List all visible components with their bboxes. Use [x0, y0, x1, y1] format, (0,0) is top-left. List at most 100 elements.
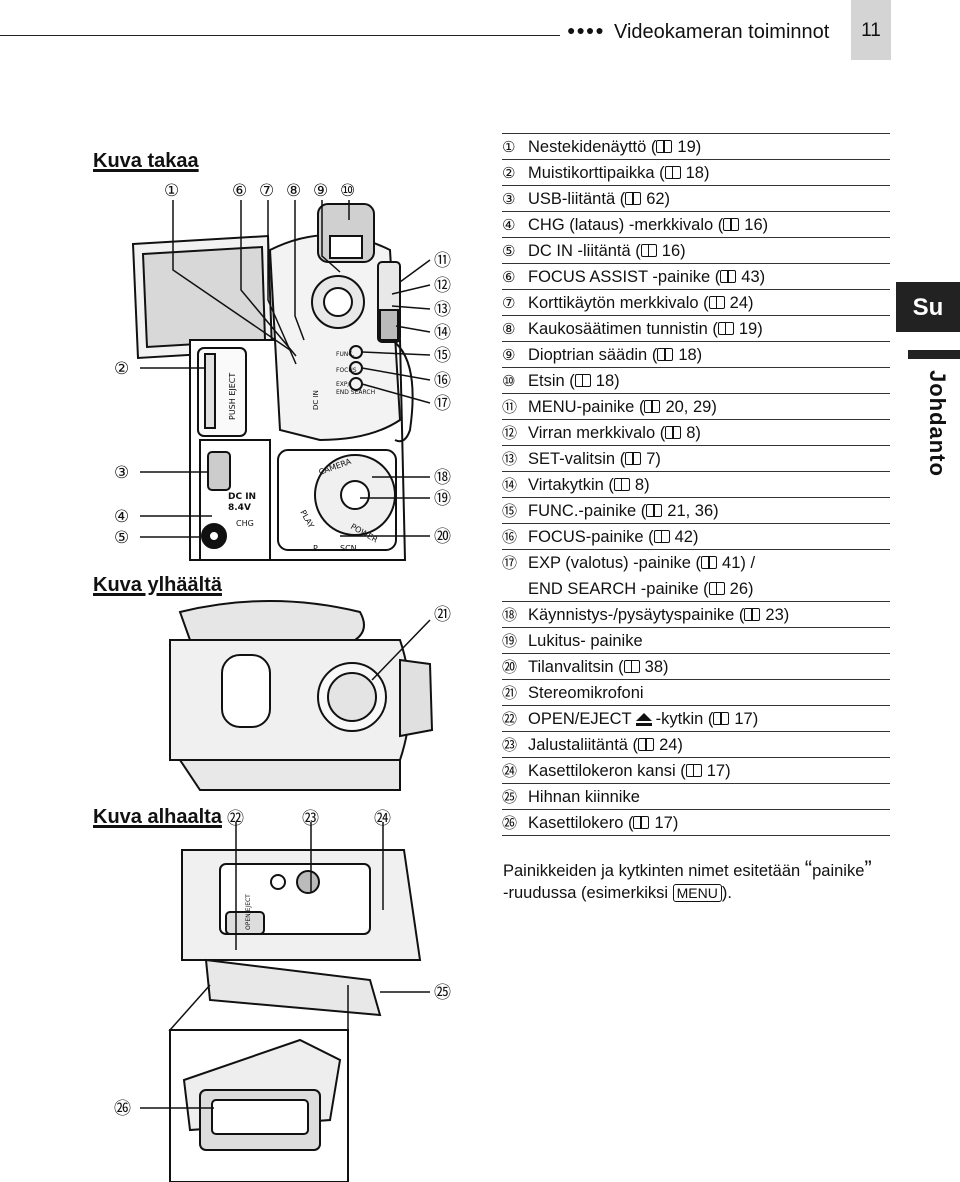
item-text: 21, 36) [667, 502, 719, 520]
book-icon [638, 738, 655, 751]
item-text: Lukitus- painike [528, 632, 643, 650]
item-text: Muistikorttipaikka ( [528, 164, 665, 182]
book-icon [720, 270, 737, 283]
callout-14: ⑭ [434, 323, 451, 343]
callout-23: ㉓ [302, 809, 319, 829]
book-icon [633, 816, 650, 829]
label-focus: FOCUS [336, 367, 357, 374]
item-text: 41) / [722, 554, 756, 572]
item-text: Kasettilokero ( [528, 814, 634, 832]
menu-key: MENU [672, 884, 722, 902]
item-text: Etsin ( [528, 372, 575, 390]
item-text: -kytkin ( [655, 710, 714, 728]
item-text: DC IN -liitäntä ( [528, 242, 641, 260]
callout-10: ⑩ [340, 181, 355, 201]
callout-9: ⑨ [313, 181, 328, 201]
book-icon [665, 426, 682, 439]
item-text: 18) [595, 372, 620, 390]
item-number: ⑬ [502, 450, 518, 468]
item-text: 42) [674, 528, 699, 546]
callout-20: ⑳ [434, 527, 451, 547]
book-icon [653, 530, 670, 543]
callout-6: ⑥ [232, 181, 247, 201]
callout-26: ㉖ [114, 1099, 131, 1119]
section-tab-label: Johdanto [925, 370, 950, 477]
item-text: FUNC.-painike ( [528, 502, 647, 520]
item-text: FOCUS ASSIST -painike ( [528, 268, 721, 286]
item-text: Kasettilokeron kansi ( [528, 762, 686, 780]
callout-2: ② [114, 359, 129, 379]
list-item: ④ CHG (lataus) -merkkivalo ( 16) [502, 211, 890, 237]
item-number: ⑪ [502, 398, 518, 416]
callout-5: ⑤ [114, 528, 129, 548]
callout-17: ⑰ [434, 394, 451, 414]
item-number: ㉖ [502, 814, 518, 832]
header-dots: ●●●● [567, 22, 605, 38]
label-exp: EXP/ [336, 381, 351, 388]
item-text: Jalustaliitäntä ( [528, 736, 639, 754]
back-view-illustration [131, 200, 431, 561]
item-number: ⑳ [502, 658, 518, 676]
callout-25: ㉕ [434, 983, 451, 1003]
item-text: 38) [644, 658, 669, 676]
item-number: ⑩ [502, 372, 516, 390]
item-text: END SEARCH -painike ( [528, 580, 709, 598]
item-number: ⑧ [502, 320, 516, 338]
list-item: ⑲ Lukitus- painike [502, 627, 890, 653]
note-text: “ [804, 856, 813, 881]
book-icon [664, 166, 681, 179]
note: Painikkeiden ja kytkinten nimet esitetää… [503, 858, 903, 904]
item-text: 17) [734, 710, 759, 728]
item-text: 17) [654, 814, 679, 832]
item-text: 24) [729, 294, 754, 312]
book-icon [625, 192, 642, 205]
callout-13: ⑬ [434, 300, 451, 320]
book-icon [613, 478, 630, 491]
item-text: 16) [744, 216, 769, 234]
book-icon [713, 712, 730, 725]
callout-24: ㉔ [374, 809, 391, 829]
item-text: 26) [729, 580, 754, 598]
item-text: 18) [685, 164, 710, 182]
item-text: Virtakytkin ( [528, 476, 614, 494]
item-text: 62) [646, 190, 671, 208]
book-icon [685, 764, 702, 777]
book-icon [657, 348, 674, 361]
header-rule [0, 35, 560, 36]
item-text: 19) [677, 138, 702, 156]
item-number: ⑭ [502, 476, 518, 494]
book-icon [644, 400, 661, 413]
item-number: ㉔ [502, 762, 518, 780]
book-icon [723, 218, 740, 231]
book-icon [708, 582, 725, 595]
label-push-eject: PUSH EJECT [228, 373, 237, 420]
item-number: ⑫ [502, 424, 518, 442]
item-number: ㉕ [502, 788, 518, 806]
callout-4: ④ [114, 507, 129, 527]
item-text: Tilanvalitsin ( [528, 658, 624, 676]
item-number: ④ [502, 216, 516, 234]
item-text: SET-valitsin ( [528, 450, 626, 468]
item-text: CHG (lataus) -merkkivalo ( [528, 216, 724, 234]
top-view-illustration [169, 600, 434, 791]
callout-11: ⑪ [434, 251, 451, 271]
callout-19: ⑲ [434, 489, 451, 509]
item-text: USB-liitäntä ( [528, 190, 626, 208]
bottom-view-illustration [140, 822, 430, 1182]
callout-15: ⑮ [434, 346, 451, 366]
item-number: ⑮ [502, 502, 518, 520]
item-text: Dioptrian säädin ( [528, 346, 658, 364]
item-number: ⑱ [502, 606, 518, 624]
note-text: painike [812, 862, 865, 880]
callout-1: ① [164, 181, 179, 201]
book-icon [574, 374, 591, 387]
list-item: ㉖ Kasettilokero ( 17) [502, 809, 890, 836]
label-chg: CHG [236, 519, 254, 528]
item-number: ⑲ [502, 632, 518, 650]
